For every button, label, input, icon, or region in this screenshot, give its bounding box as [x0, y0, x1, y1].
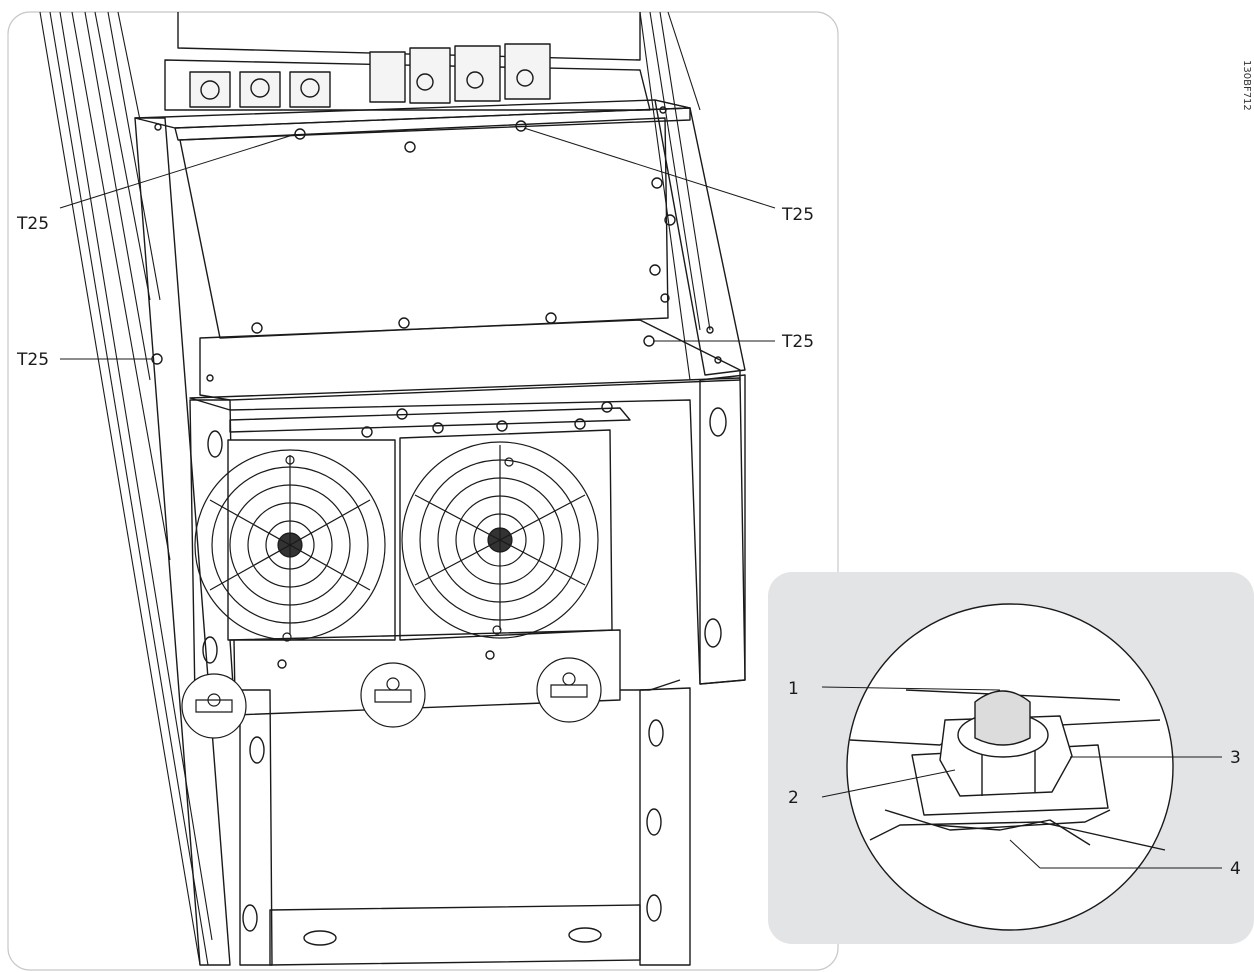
detail-marker-circles [181, 657, 602, 739]
fan-bracket [229, 407, 631, 433]
cooling-fan-right [401, 441, 599, 639]
cooling-fan-left [194, 449, 386, 642]
detail-label-3: 3 [1230, 748, 1241, 768]
callout-label: T25 [16, 214, 49, 234]
detail-label-2: 2 [788, 788, 799, 808]
callout-label: T25 [16, 350, 49, 370]
magnified-fastener [849, 689, 1166, 851]
callout-t25-mid-left: T25 [16, 350, 152, 370]
detail-label-1: 1 [788, 679, 799, 699]
right-front-post [699, 374, 746, 685]
callout-label: T25 [781, 205, 814, 225]
callout-t25-mid-right: T25 [653, 332, 814, 352]
detail-panel: 1 2 3 4 [768, 572, 1254, 944]
callout-label: T25 [781, 332, 814, 352]
left-front-post [134, 117, 231, 966]
right-rear-post [654, 99, 746, 376]
lower-enclosure [229, 629, 691, 966]
right-rear-rails [639, 11, 711, 381]
terminal-block [164, 12, 651, 111]
detail-label-4: 4 [1230, 859, 1241, 879]
left-rear-rails [39, 11, 213, 966]
figure-code: 130BF712 [1241, 60, 1252, 111]
callout-t25-top-right: T25 [523, 127, 814, 225]
rear-cover-plate [179, 117, 669, 339]
callout-t25-top-left: T25 [16, 133, 297, 234]
